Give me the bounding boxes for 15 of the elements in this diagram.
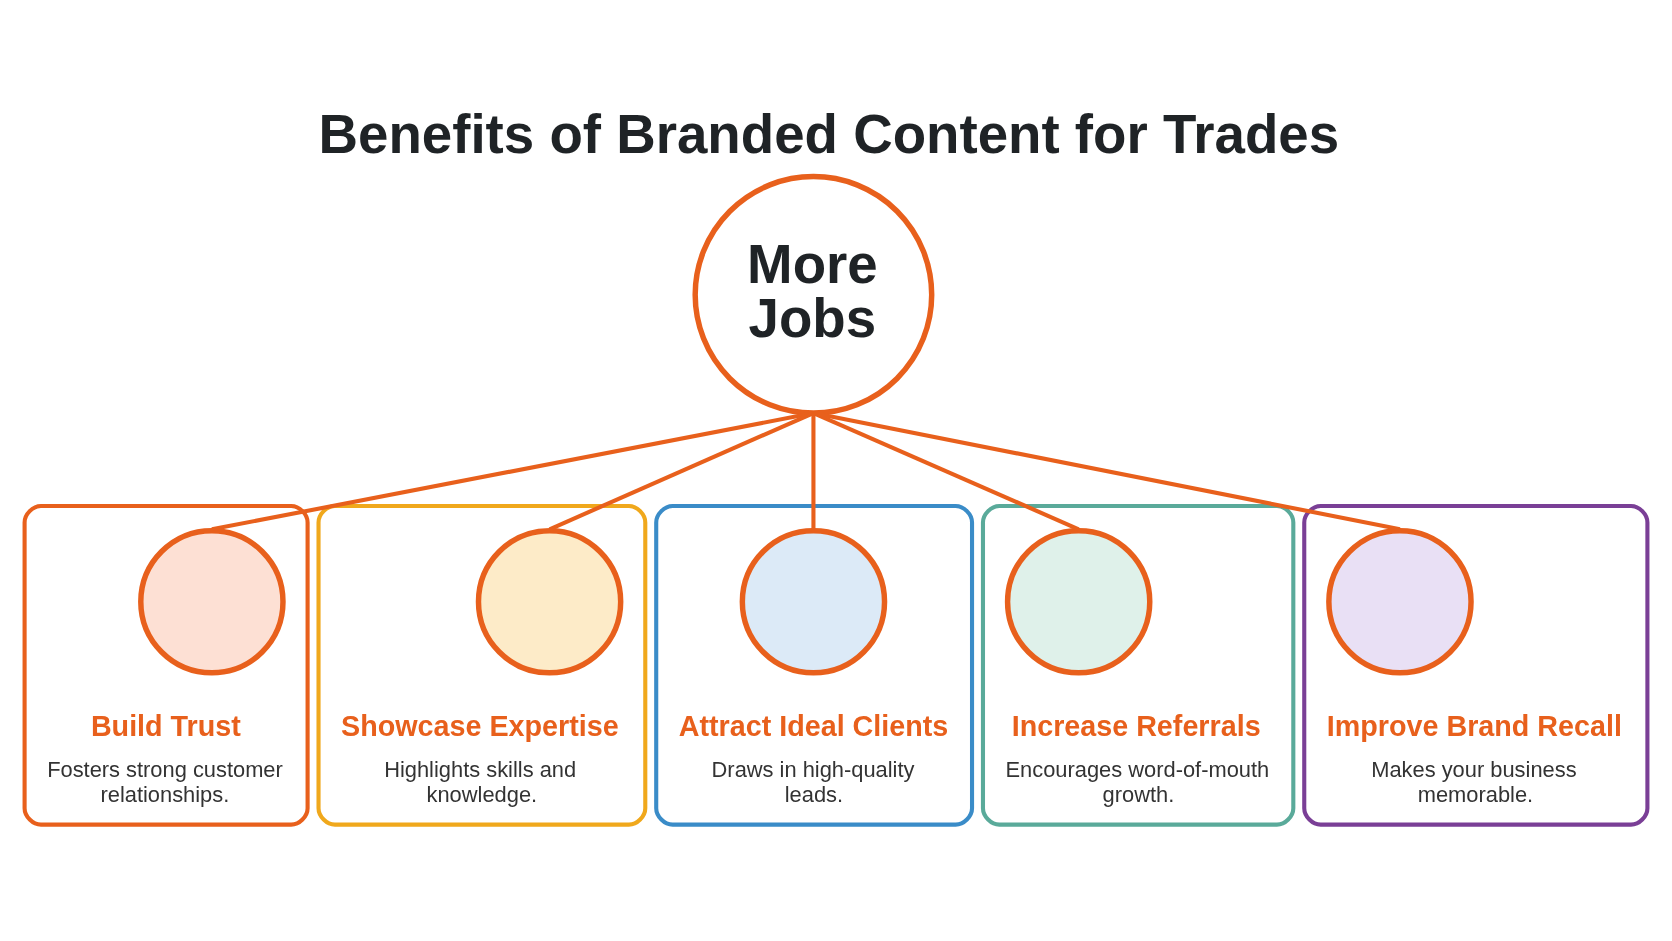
cluster: Attract Ideal Clients Draws in high-quality leads. (654, 504, 975, 827)
cluster: Improve Brand Recall Makes your business memorable. (1302, 504, 1650, 827)
cluster: Build Trust Fosters strong customer relationships. (22, 504, 310, 827)
node-circle (739, 527, 888, 676)
node-circle: More Jobs (692, 173, 935, 416)
connector (813, 411, 1401, 532)
node-circle (475, 527, 624, 676)
diagram-title: Benefits of Branded Content for Trades (318, 103, 1340, 166)
node-circle (1326, 527, 1474, 676)
node-circle (1004, 527, 1153, 676)
node-circle (138, 527, 286, 676)
connector (811, 413, 816, 530)
connector (211, 411, 814, 532)
cluster: Showcase Expertise Highlights skills and knowledge. (316, 504, 648, 827)
cluster: Increase Referrals Encourages word-of-mouth growth. (980, 504, 1296, 827)
